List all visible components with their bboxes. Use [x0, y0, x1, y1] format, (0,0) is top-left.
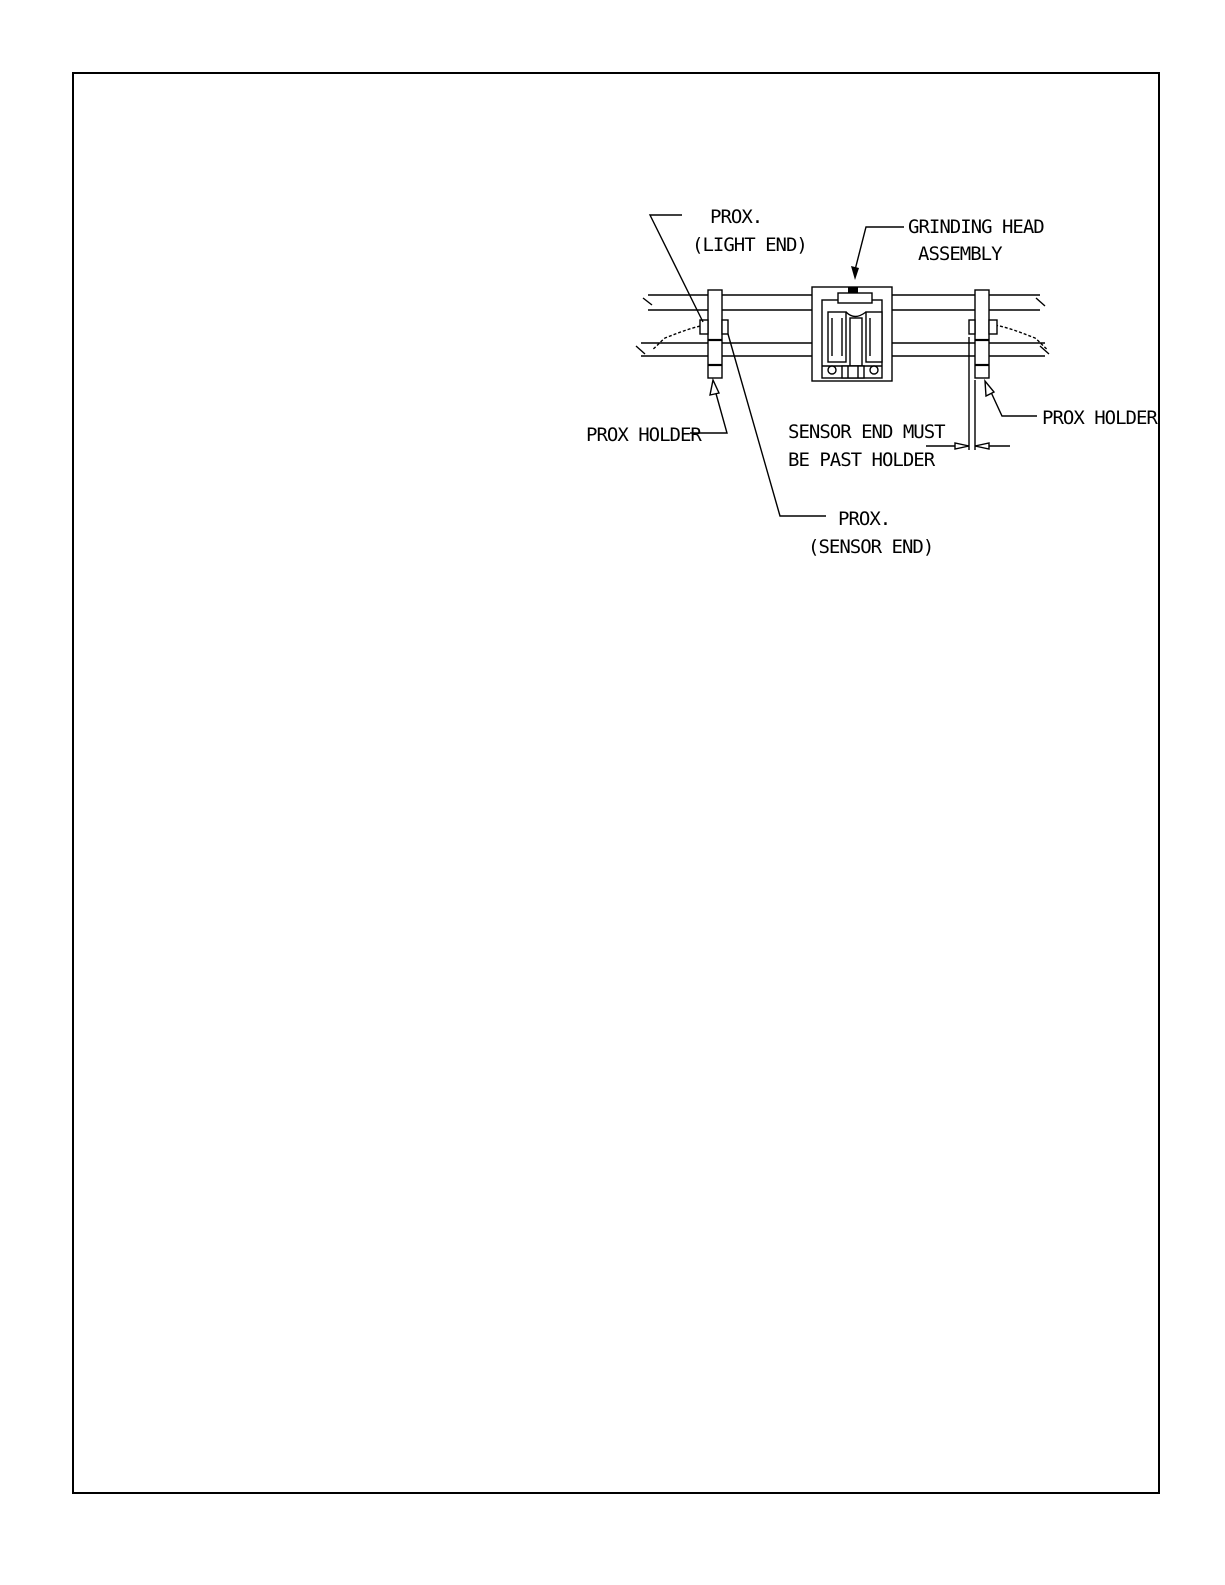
prox-holder-left-label: PROX HOLDER	[586, 424, 702, 446]
grinding-head-label: GRINDING HEAD	[908, 216, 1044, 238]
sensor-note-sublabel: BE PAST HOLDER	[788, 449, 936, 471]
sensor-note-label: SENSOR END MUST	[788, 421, 945, 443]
grinding-head-sublabel: ASSEMBLY	[918, 243, 1003, 265]
prox-holder-right-label: PROX HOLDER	[1042, 407, 1158, 429]
prox-sensor-end-label: PROX.	[838, 508, 890, 530]
prox-light-end-sublabel: (LIGHT END)	[692, 234, 807, 256]
grinding-head-assembly	[812, 287, 892, 381]
right-prox-holder	[969, 290, 997, 378]
left-prox-holder	[700, 290, 728, 378]
prox-light-end-label: PROX.	[710, 206, 762, 228]
left-cable	[652, 325, 705, 350]
prox-sensor-end-sublabel: (SENSOR END)	[808, 536, 933, 558]
